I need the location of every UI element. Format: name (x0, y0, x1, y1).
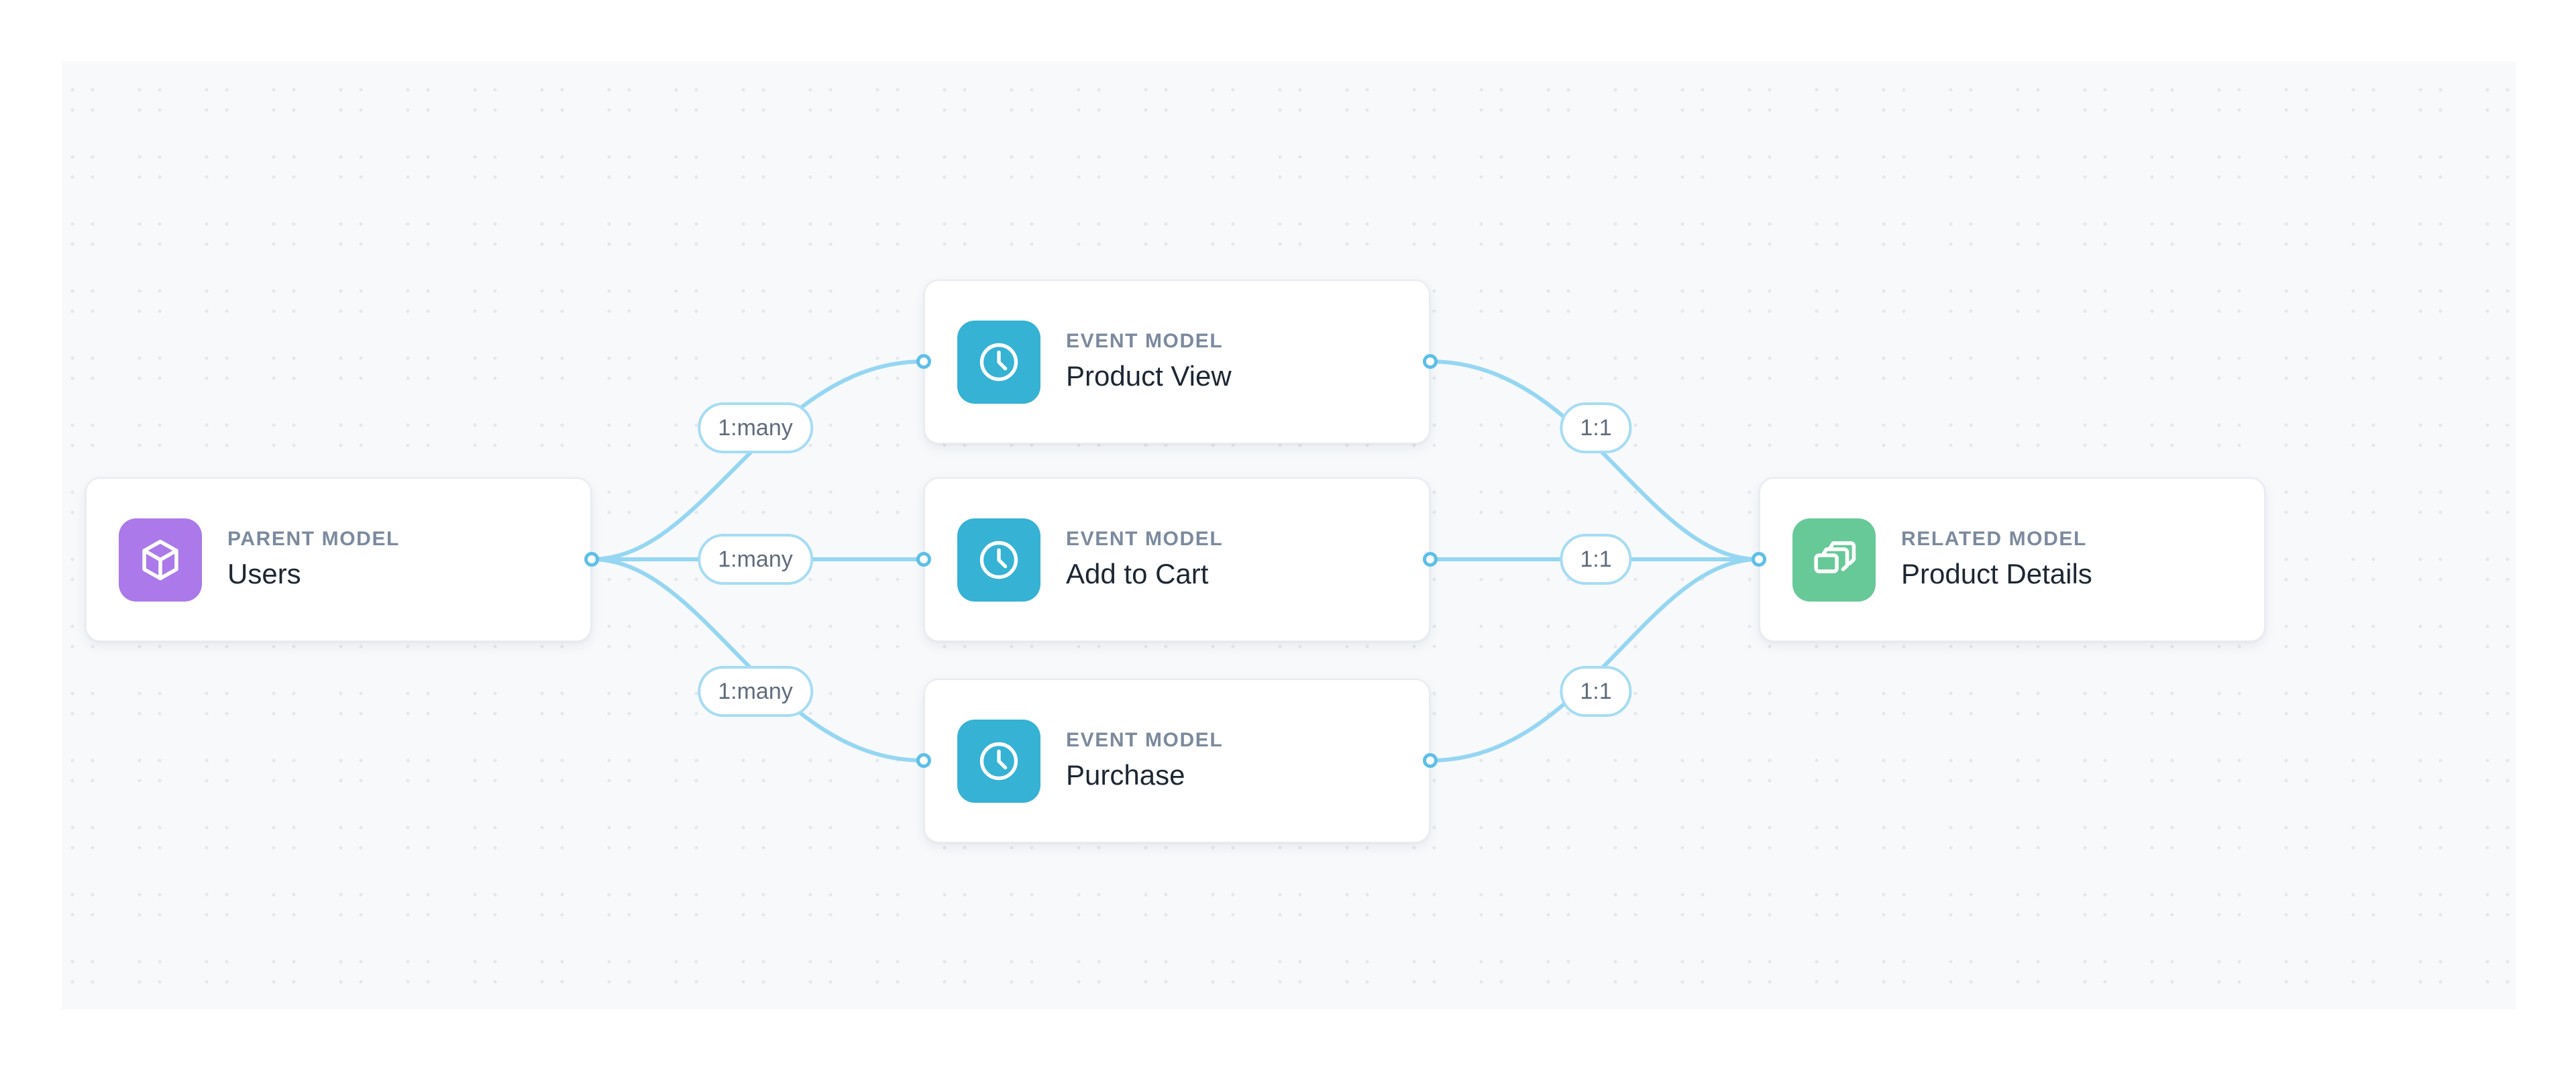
node-event-model-add-to-cart[interactable]: EVENT MODEL Add to Cart (924, 477, 1430, 642)
node-title-label: Product Details (1901, 557, 2092, 589)
diagram-canvas[interactable]: PARENT MODEL Users EVENT MODEL Product V… (62, 62, 2516, 1009)
node-kind-label: EVENT MODEL (1066, 330, 1224, 353)
relationship-badge-users-add-to-cart[interactable]: 1:many (698, 534, 813, 585)
port-add-to-cart-in[interactable] (916, 552, 931, 567)
node-title-label: Product View (1066, 359, 1232, 392)
node-text-block: PARENT MODEL Users (227, 526, 400, 592)
port-product-view-in[interactable] (916, 354, 931, 369)
node-title-label: Users (227, 557, 301, 589)
node-parent-model-users[interactable]: PARENT MODEL Users (85, 477, 592, 642)
edge-product-view-product-details (1428, 359, 1761, 561)
port-purchase-out[interactable] (1423, 753, 1438, 768)
node-kind-label: RELATED MODEL (1901, 528, 2087, 551)
port-purchase-in[interactable] (916, 753, 931, 768)
node-event-model-product-view[interactable]: EVENT MODEL Product View (924, 280, 1430, 444)
relationship-badge-users-product-view[interactable]: 1:many (698, 402, 813, 453)
edge-purchase-product-details (1428, 557, 1761, 763)
clock-icon (957, 518, 1040, 602)
port-product-view-out[interactable] (1423, 354, 1438, 369)
port-users-out[interactable] (584, 552, 599, 567)
node-text-block: EVENT MODEL Product View (1066, 329, 1232, 394)
edge-users-purchase (590, 557, 926, 763)
relationship-badge-add-to-cart-product-details[interactable]: 1:1 (1560, 534, 1632, 585)
clock-icon (957, 320, 1040, 404)
edge-users-product-view (590, 359, 926, 561)
layers-icon (1792, 518, 1876, 602)
relationship-badge-purchase-product-details[interactable]: 1:1 (1560, 666, 1632, 717)
node-related-model-product-details[interactable]: RELATED MODEL Product Details (1759, 477, 2265, 642)
node-text-block: EVENT MODEL Purchase (1066, 728, 1223, 793)
relationship-badge-users-purchase[interactable]: 1:many (698, 666, 813, 717)
node-title-label: Add to Cart (1066, 557, 1209, 589)
node-text-block: EVENT MODEL Add to Cart (1066, 526, 1223, 592)
cube-icon (119, 518, 202, 602)
node-title-label: Purchase (1066, 758, 1185, 791)
port-add-to-cart-out[interactable] (1423, 552, 1438, 567)
node-event-model-purchase[interactable]: EVENT MODEL Purchase (924, 679, 1430, 843)
relationship-badge-product-view-product-details[interactable]: 1:1 (1560, 402, 1632, 453)
clock-icon (957, 719, 1040, 803)
port-product-details-in[interactable] (1752, 552, 1766, 567)
node-kind-label: EVENT MODEL (1066, 528, 1224, 551)
node-kind-label: EVENT MODEL (1066, 729, 1224, 752)
node-kind-label: PARENT MODEL (227, 528, 400, 551)
node-text-block: RELATED MODEL Product Details (1901, 526, 2092, 592)
